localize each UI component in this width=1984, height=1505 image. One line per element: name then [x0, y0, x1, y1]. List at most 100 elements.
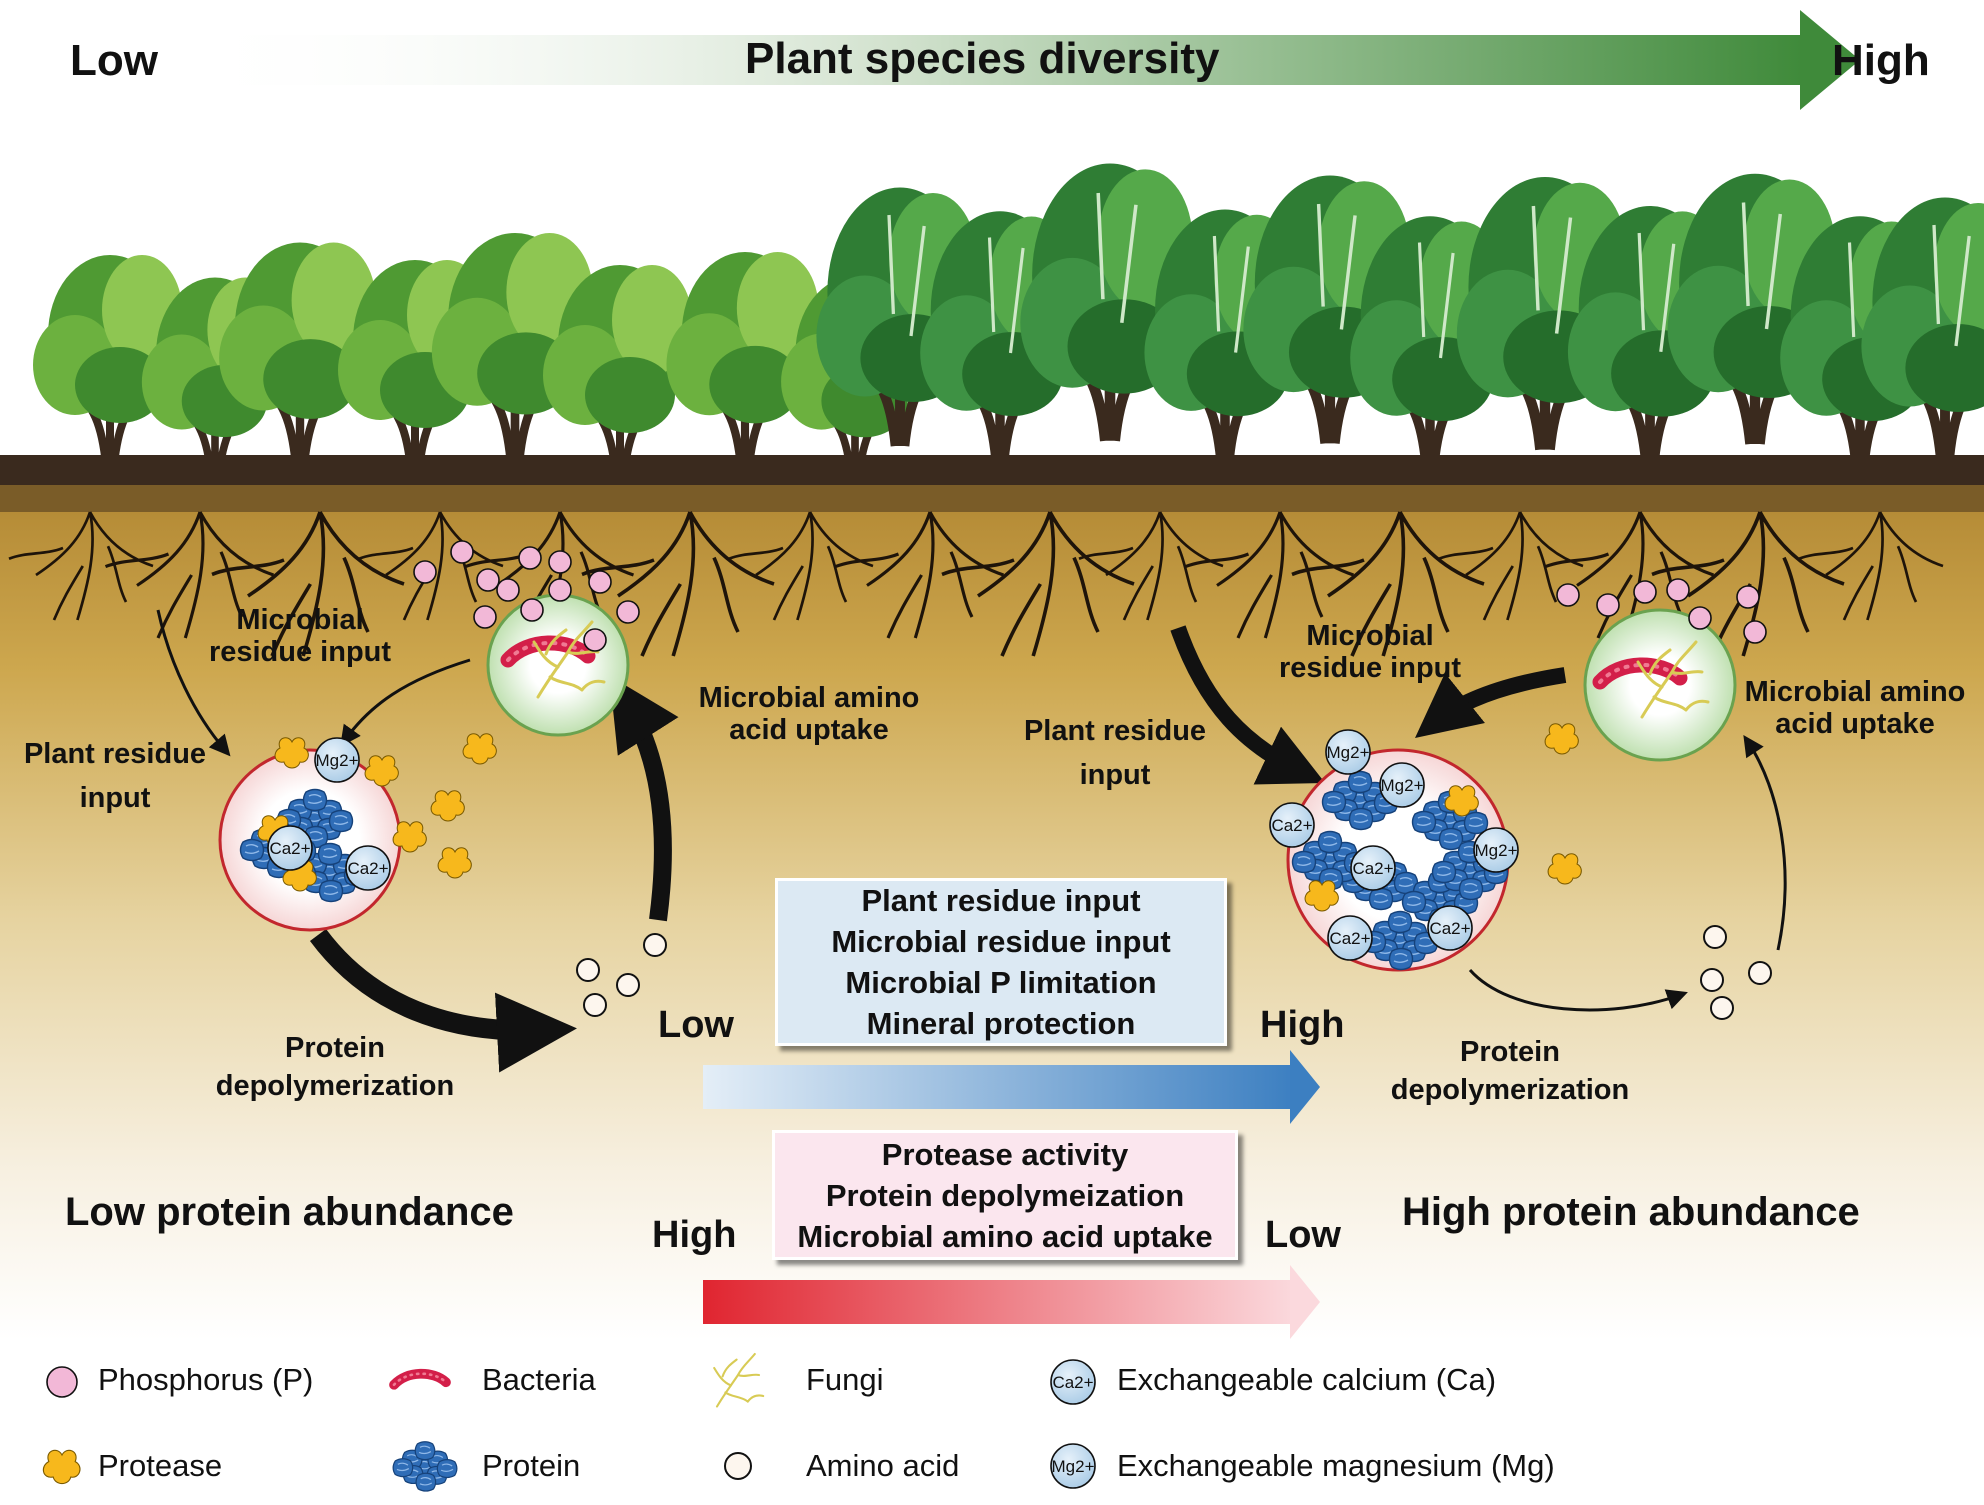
svg-text:Ca2+: Ca2+ — [347, 859, 388, 878]
amino-acid-particle — [1703, 925, 1727, 949]
amino-acid-particle — [1710, 996, 1734, 1020]
increase-arrow-blue — [703, 1050, 1320, 1124]
phosphorus-particle — [413, 560, 437, 584]
amino-acid-particle — [616, 973, 640, 997]
increasing-factors-box: Plant residue input Microbial residue in… — [775, 878, 1227, 1046]
phosphorus-particle — [583, 628, 607, 652]
microbial-residue-input-arrow — [340, 658, 471, 747]
factor-amino-acid-uptake: Microbial amino acid uptake — [797, 1218, 1213, 1254]
svg-text:Ca2+: Ca2+ — [1271, 816, 1312, 835]
magnesium-ion: Mg2+ — [1379, 762, 1425, 808]
legend-icons: Ca2+ Mg2+ — [42, 1352, 1096, 1491]
magnesium-ion: Mg2+ — [314, 737, 360, 783]
svg-text:Mg2+: Mg2+ — [1052, 1457, 1095, 1476]
legend-bacteria: Bacteria — [482, 1362, 596, 1397]
svg-text:Mg2+: Mg2+ — [1327, 743, 1370, 762]
protease-legend-icon — [42, 1449, 81, 1485]
amino-acid-particle — [1700, 968, 1724, 992]
svg-text:Mg2+: Mg2+ — [1381, 776, 1424, 795]
red-arrow-low-label: Low — [1265, 1214, 1341, 1256]
amino-acid-uptake-arrow — [609, 675, 679, 922]
calcium-ion: Ca2+ — [267, 825, 313, 871]
legend-protein: Protein — [482, 1448, 581, 1483]
factor-p-limitation: Microbial P limitation — [845, 965, 1157, 1000]
phosphorus-particle — [548, 578, 572, 602]
phosphorus-particle — [548, 550, 572, 574]
svg-text:Ca2+: Ca2+ — [1352, 859, 1393, 878]
blue-arrow-high-label: High — [1260, 1004, 1345, 1046]
protein-depolymerization-arrow-right — [1468, 969, 1688, 1012]
phosphorus-particle — [518, 546, 542, 570]
low-protein-abundance-label: Low protein abundance — [65, 1190, 514, 1234]
amino-acid-particle — [1748, 961, 1772, 985]
phosphorus-particle — [1743, 620, 1767, 644]
protein-legend-icon — [393, 1442, 457, 1491]
factor-microbial-residue: Microbial residue input — [831, 924, 1171, 959]
diversity-title: Plant species diversity — [745, 34, 1220, 83]
svg-text:Ca2+: Ca2+ — [1052, 1373, 1093, 1392]
fungi-legend-icon — [713, 1352, 765, 1408]
factor-protease-activity: Protease activity — [881, 1136, 1129, 1172]
decreasing-factors-box: Protease activity Protein depolymeizatio… — [772, 1130, 1238, 1260]
forest-canopy — [0, 163, 1984, 485]
plant-residue-input-arrow — [156, 609, 231, 757]
calcium-ion: Ca2+ — [345, 845, 391, 891]
svg-text:Ca2+: Ca2+ — [1329, 929, 1370, 948]
phosphorus-particle — [588, 570, 612, 594]
decrease-arrow-red — [703, 1265, 1320, 1339]
amino-acid-particle — [643, 933, 667, 957]
svg-text:Ca2+: Ca2+ — [269, 839, 310, 858]
phosphorus-particle — [616, 600, 640, 624]
svg-text:Mg2+: Mg2+ — [1475, 841, 1518, 860]
amino-acid-particle — [583, 993, 607, 1017]
microbial-residue-input-arrow-right — [1415, 667, 1567, 738]
phosphorus-particle — [1688, 606, 1712, 630]
phosphorus-particle — [473, 605, 497, 629]
amino-acid-legend-icon — [724, 1452, 752, 1480]
bacteria-legend-icon — [394, 1374, 446, 1385]
legend-protease: Protease — [98, 1448, 223, 1483]
red-arrow-high-label: High — [652, 1214, 737, 1256]
diversity-gradient-arrow — [185, 10, 1860, 110]
legend-calcium: Exchangeable calcium (Ca) — [1117, 1362, 1497, 1397]
diversity-high-label: High — [1832, 36, 1930, 85]
phosphorus-particle — [1596, 593, 1620, 617]
particles: Mg2+ Ca2+ Ca2+ Mg2+ Mg2+ Ca2+ Ca2+ Mg2+ Ca2+ Ca2+ — [257, 540, 1772, 1020]
phosphorus-particle — [496, 578, 520, 602]
calcium-legend-icon: Ca2+ — [1050, 1359, 1096, 1405]
amino-acid-uptake-arrow-right — [1743, 735, 1787, 951]
microbe-sphere-right — [1583, 608, 1737, 762]
factor-plant-residue: Plant residue input — [861, 883, 1141, 918]
microbe-sphere — [486, 593, 630, 737]
protein-depolymerization-arrow — [309, 928, 577, 1073]
legend-phosphorus: Phosphorus (P) — [98, 1362, 314, 1397]
calcium-ion: Ca2+ — [1427, 905, 1473, 951]
plant-residue-input-arrow-right — [1170, 625, 1326, 785]
magnesium-legend-icon: Mg2+ — [1050, 1443, 1096, 1489]
calcium-ion: Ca2+ — [1327, 915, 1373, 961]
amino-acid-particle — [576, 958, 600, 982]
factor-protein-depolymerization: Protein depolymeization — [825, 1177, 1185, 1213]
blue-arrow-low-label: Low — [658, 1004, 734, 1046]
calcium-ion: Ca2+ — [1350, 845, 1396, 891]
legend-amino-acid: Amino acid — [806, 1448, 960, 1483]
phosphorus-particle — [520, 598, 544, 622]
magnesium-ion: Mg2+ — [1325, 729, 1371, 775]
calcium-ion: Ca2+ — [1269, 802, 1315, 848]
svg-text:Mg2+: Mg2+ — [316, 751, 359, 770]
phosphorus-particle — [1633, 580, 1657, 604]
svg-text:Ca2+: Ca2+ — [1429, 919, 1470, 938]
high-protein-abundance-label: High protein abundance — [1402, 1190, 1860, 1234]
legend-magnesium: Exchangeable magnesium (Mg) — [1117, 1448, 1555, 1483]
phosphorus-particle — [1736, 585, 1760, 609]
factor-mineral-protection: Mineral protection — [866, 1006, 1136, 1041]
phosphorus-particle — [1556, 583, 1580, 607]
